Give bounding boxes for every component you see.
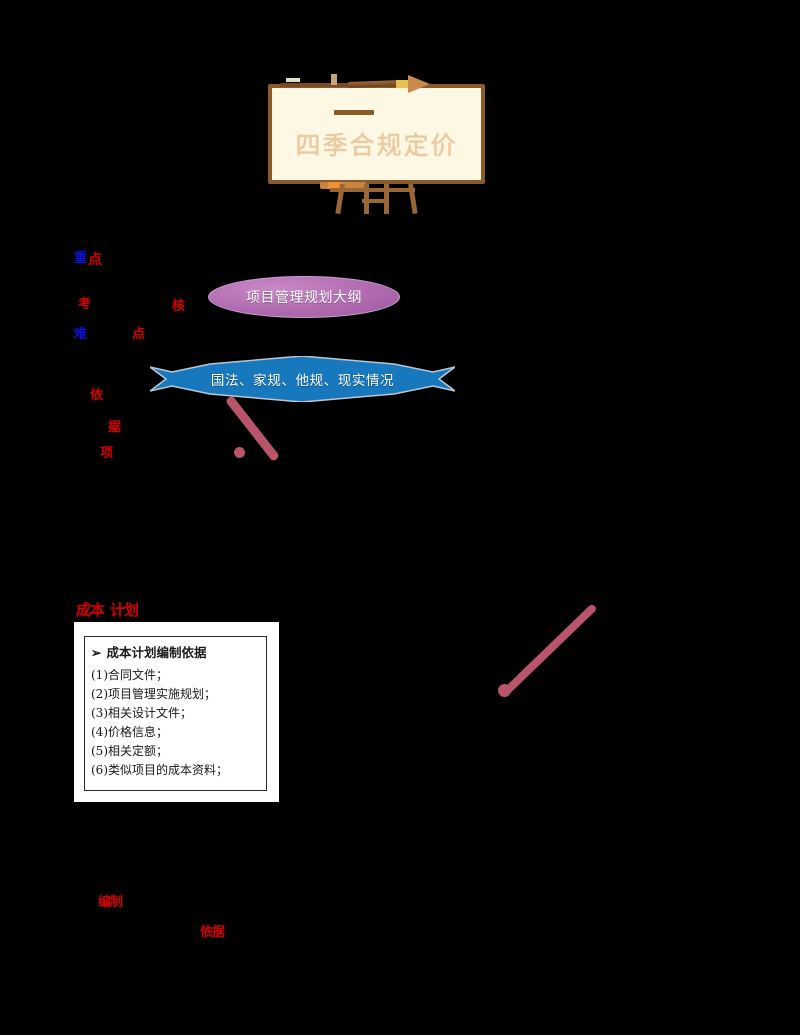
easel-leg-rung <box>362 199 388 203</box>
pen-stroke-right-tip <box>498 684 511 697</box>
annotation-mark: 重 <box>74 251 87 266</box>
pen-stroke-left-tip <box>234 447 245 458</box>
whiteboard-frame: 四季合规定价 <box>268 84 485 189</box>
annotation-mark: 据 <box>108 420 121 435</box>
list-item: (1)合同文件； <box>91 668 168 682</box>
list-item: (6)类似项目的成本资料； <box>91 763 228 777</box>
chalk-tip-icon <box>328 182 342 189</box>
ribbon-banner-regulations: 国法、家规、他规、现实情况 <box>150 356 455 402</box>
pen-stroke-right <box>502 603 598 696</box>
rail-post-icon <box>331 74 337 85</box>
annotation-mark: 核 <box>172 299 185 314</box>
annotation-mark: 点 <box>132 327 145 342</box>
list-item: (4)价格信息； <box>91 725 168 739</box>
cost-plan-basis-box: ➢ 成本计划编制依据 (1)合同文件； (2)项目管理实施规划； (3)相关设计文… <box>84 636 267 791</box>
list-item: (5)相关定额； <box>91 744 168 758</box>
paintbrush-bristles-icon <box>408 75 430 93</box>
cost-plan-basis-heading-text: 成本计划编制依据 <box>106 645 207 660</box>
annotation-mark: 难 <box>74 327 87 342</box>
board-magnet-strip <box>334 110 374 115</box>
list-item: (2)项目管理实施规划； <box>91 687 216 701</box>
ellipse-node-project-outline: 项目管理规划大纲 <box>208 276 400 318</box>
annotation-mark: 项 <box>100 446 113 461</box>
annotation-mark: 点 <box>88 252 102 268</box>
cost-plan-basis-heading: ➢ 成本计划编制依据 <box>91 642 262 661</box>
board-title: 四季合规定价 <box>295 131 458 160</box>
annotation-mark: 成本 <box>76 601 105 619</box>
annotation-mark: 依 <box>90 388 103 403</box>
whiteboard-easel: 四季合规定价 <box>268 72 493 215</box>
content-panel: ➢ 成本计划编制依据 (1)合同文件； (2)项目管理实施规划； (3)相关设计文… <box>74 622 279 802</box>
annotation-mark: 依据 <box>200 925 225 940</box>
ellipse-node-label: 项目管理规划大纲 <box>246 290 362 306</box>
annotation-mark: 编制 <box>98 895 123 910</box>
paintbrush-ferrule-icon <box>396 80 410 88</box>
easel-crossbar <box>330 188 415 192</box>
annotation-mark: 考 <box>78 297 91 312</box>
ribbon-banner-label: 国法、家规、他规、现实情况 <box>210 373 395 389</box>
list-item: (3)相关设计文件； <box>91 706 192 720</box>
annotation-mark: 计划 <box>110 601 139 619</box>
ribbon-shape-icon <box>150 356 455 402</box>
list-arrow-icon: ➢ <box>91 645 102 660</box>
easel-leg <box>408 183 418 215</box>
rail-marker-icon <box>286 78 300 82</box>
